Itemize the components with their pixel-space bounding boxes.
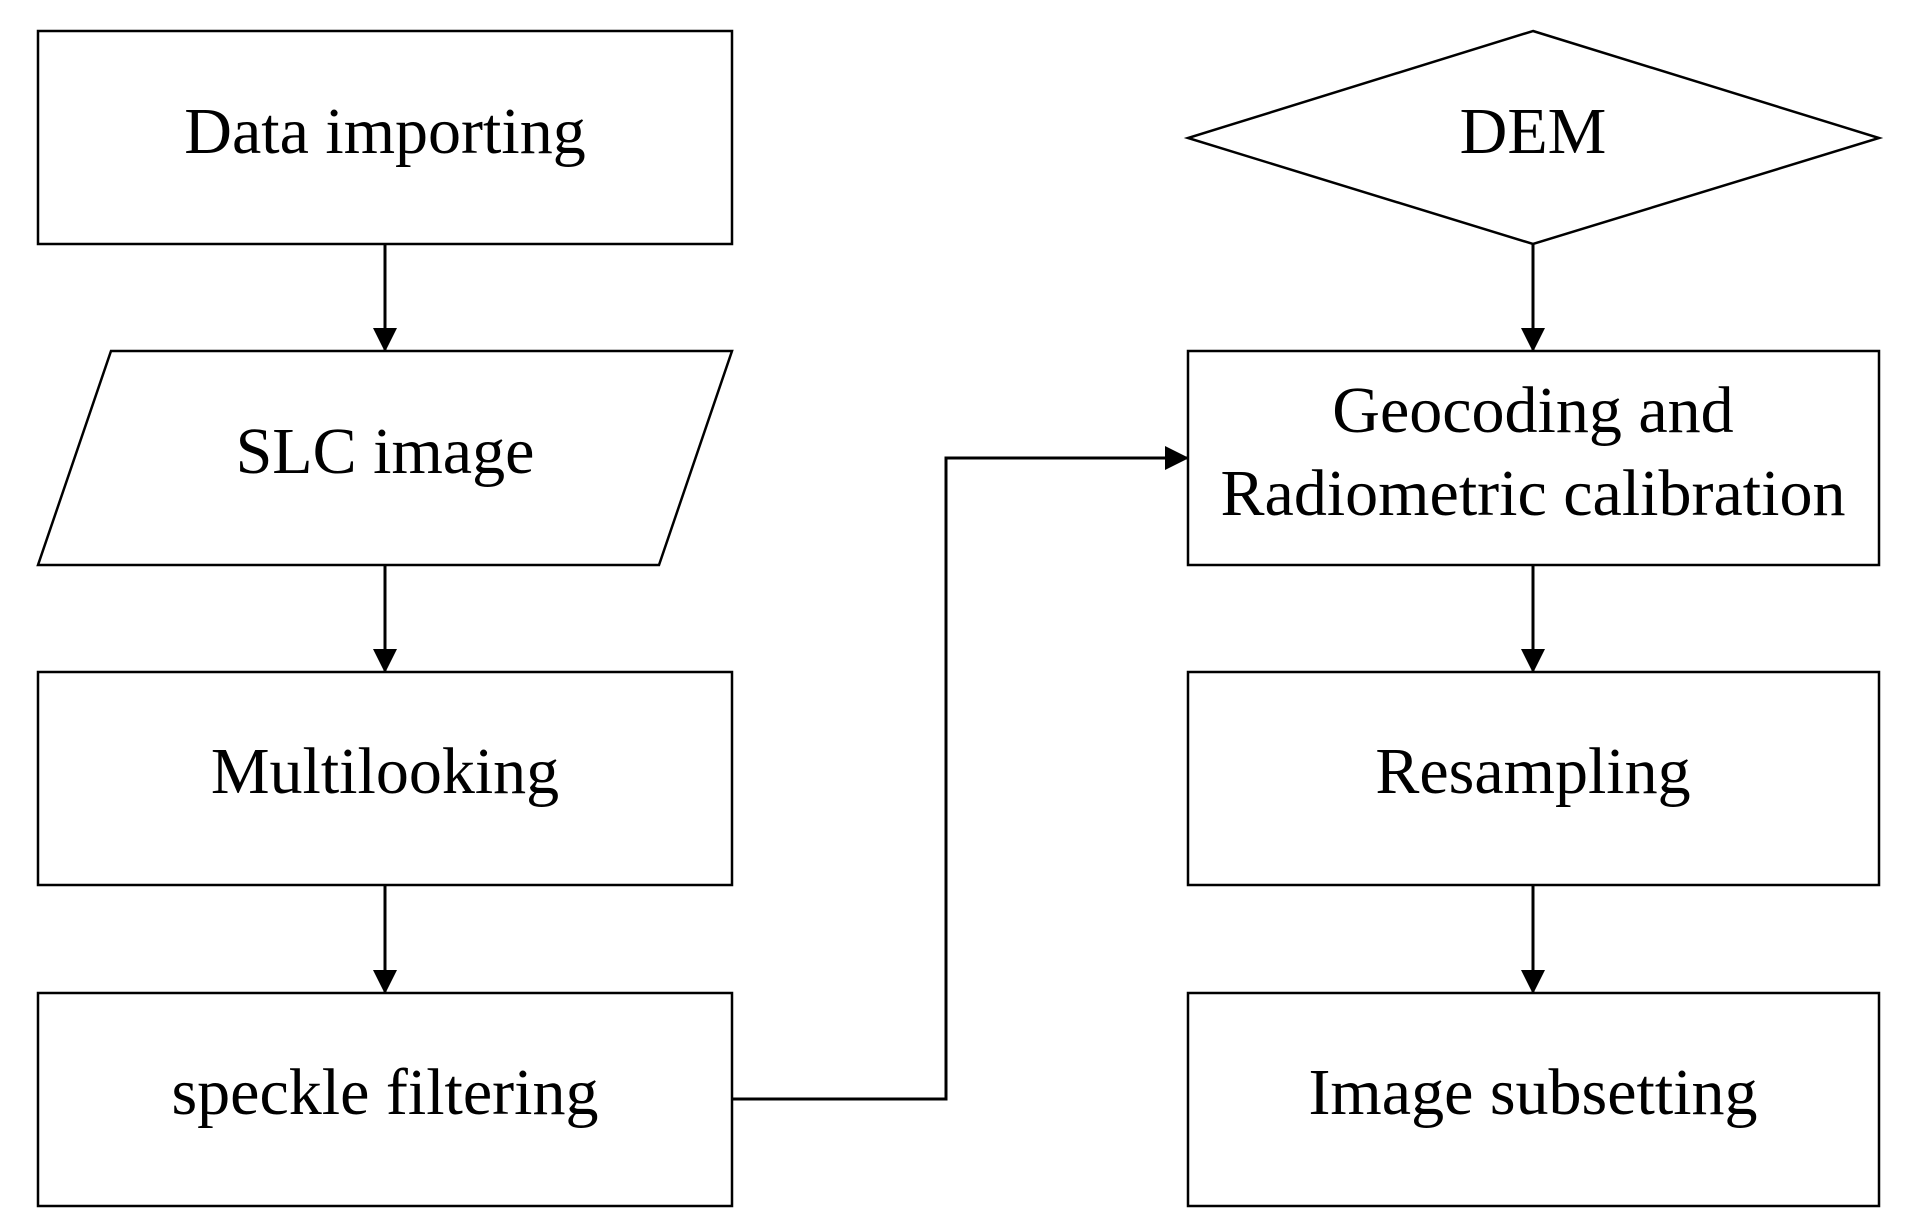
node-slc-image: SLC image: [36, 349, 734, 567]
node-data-importing: Data importing: [36, 29, 734, 246]
node-geocoding: Geocoding and Radiometric calibration: [1186, 349, 1881, 567]
process-box: [36, 991, 734, 1208]
node-label: SLC image: [236, 415, 535, 488]
node-label: speckle filtering: [171, 1056, 598, 1129]
node-label-line-1: Geocoding and: [1332, 374, 1733, 447]
data-parallelogram: [36, 349, 734, 567]
process-box: [1186, 991, 1881, 1208]
node-label: Data importing: [184, 95, 585, 168]
node-label: Resampling: [1375, 735, 1690, 808]
node-speckle-filtering: speckle filtering: [36, 991, 734, 1208]
node-label: Multilooking: [211, 735, 559, 808]
node-label-line-2: Radiometric calibration: [1221, 457, 1846, 530]
node-label: Image subsetting: [1308, 1056, 1757, 1129]
node-multilooking: Multilooking: [36, 670, 734, 887]
node-image-subsetting: Image subsetting: [1186, 991, 1881, 1208]
node-resampling: Resampling: [1186, 670, 1881, 887]
process-box: [36, 29, 734, 246]
arrow-speckle-filtering-to-geocoding: [732, 446, 1189, 1101]
node-dem: DEM: [1183, 29, 1884, 246]
node-label: DEM: [1460, 95, 1607, 168]
